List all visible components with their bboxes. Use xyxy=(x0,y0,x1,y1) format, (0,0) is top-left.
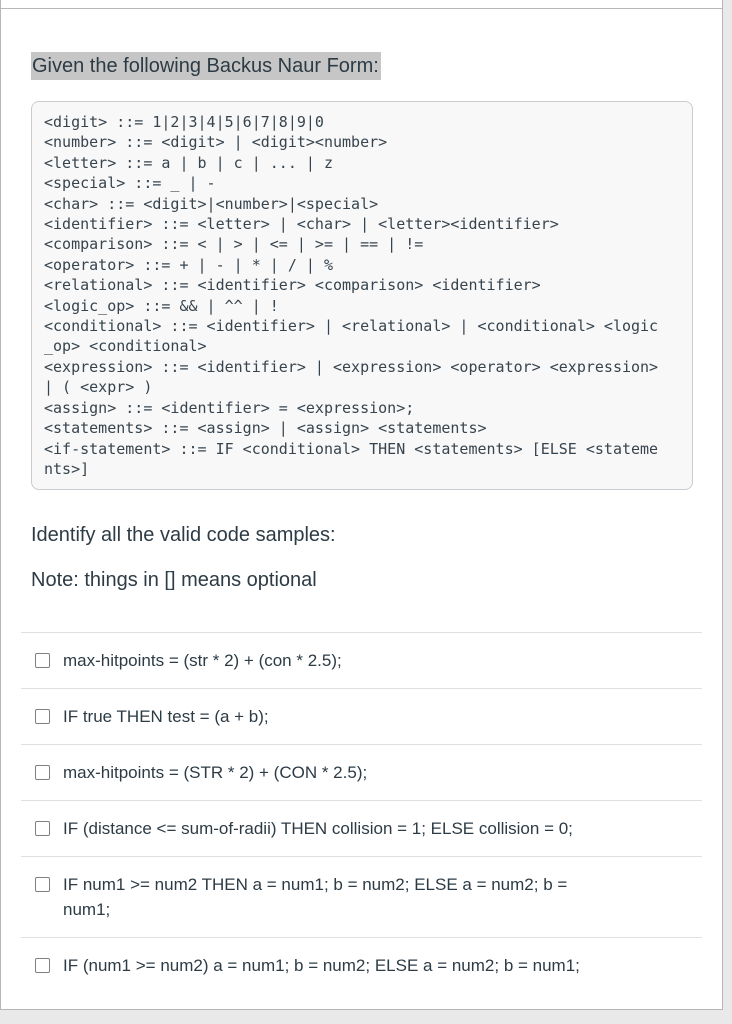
answer-checkbox-1[interactable] xyxy=(35,653,50,669)
answer-checkbox-4[interactable] xyxy=(35,821,50,837)
answer-checkbox-5[interactable] xyxy=(35,877,50,893)
question-note: Note: things in [] means optional xyxy=(31,569,317,592)
answer-option-row: IF num1 >= num2 THEN a = num1; b = num2;… xyxy=(21,856,702,937)
answer-label-3[interactable]: max-hitpoints = (STR * 2) + (CON * 2.5); xyxy=(63,763,368,783)
answer-label-4[interactable]: IF (distance <= sum-of-radii) THEN colli… xyxy=(63,819,573,839)
question-card: Given the following Backus Naur Form: <d… xyxy=(0,0,723,1010)
answer-checkbox-6[interactable] xyxy=(35,958,50,974)
answer-label-6[interactable]: IF (num1 >= num2) a = num1; b = num2; EL… xyxy=(63,956,580,976)
question-title: Given the following Backus Naur Form: xyxy=(31,52,381,80)
answer-checkbox-3[interactable] xyxy=(35,765,50,781)
question-content: Given the following Backus Naur Form: <d… xyxy=(1,52,722,993)
answer-option-row: max-hitpoints = (str * 2) + (con * 2.5); xyxy=(21,632,702,688)
answer-checkbox-2[interactable] xyxy=(35,709,50,725)
previous-card-divider xyxy=(1,0,722,9)
bnf-code-block: <digit> ::= 1|2|3|4|5|6|7|8|9|0 <number>… xyxy=(31,101,693,491)
answer-option-row: IF (distance <= sum-of-radii) THEN colli… xyxy=(21,800,702,856)
question-prompt: Identify all the valid code samples: xyxy=(31,524,336,547)
answer-option-row: IF (num1 >= num2) a = num1; b = num2; EL… xyxy=(21,937,702,993)
answer-option-row: IF true THEN test = (a + b); xyxy=(21,688,702,744)
answer-option-row: max-hitpoints = (STR * 2) + (CON * 2.5); xyxy=(21,744,702,800)
answer-label-5[interactable]: IF num1 >= num2 THEN a = num1; b = num2;… xyxy=(63,875,568,920)
question-title-row: Given the following Backus Naur Form: xyxy=(31,52,692,80)
answer-label-1[interactable]: max-hitpoints = (str * 2) + (con * 2.5); xyxy=(63,651,342,671)
answer-options-list: max-hitpoints = (str * 2) + (con * 2.5);… xyxy=(21,632,702,993)
answer-label-2[interactable]: IF true THEN test = (a + b); xyxy=(63,707,269,727)
